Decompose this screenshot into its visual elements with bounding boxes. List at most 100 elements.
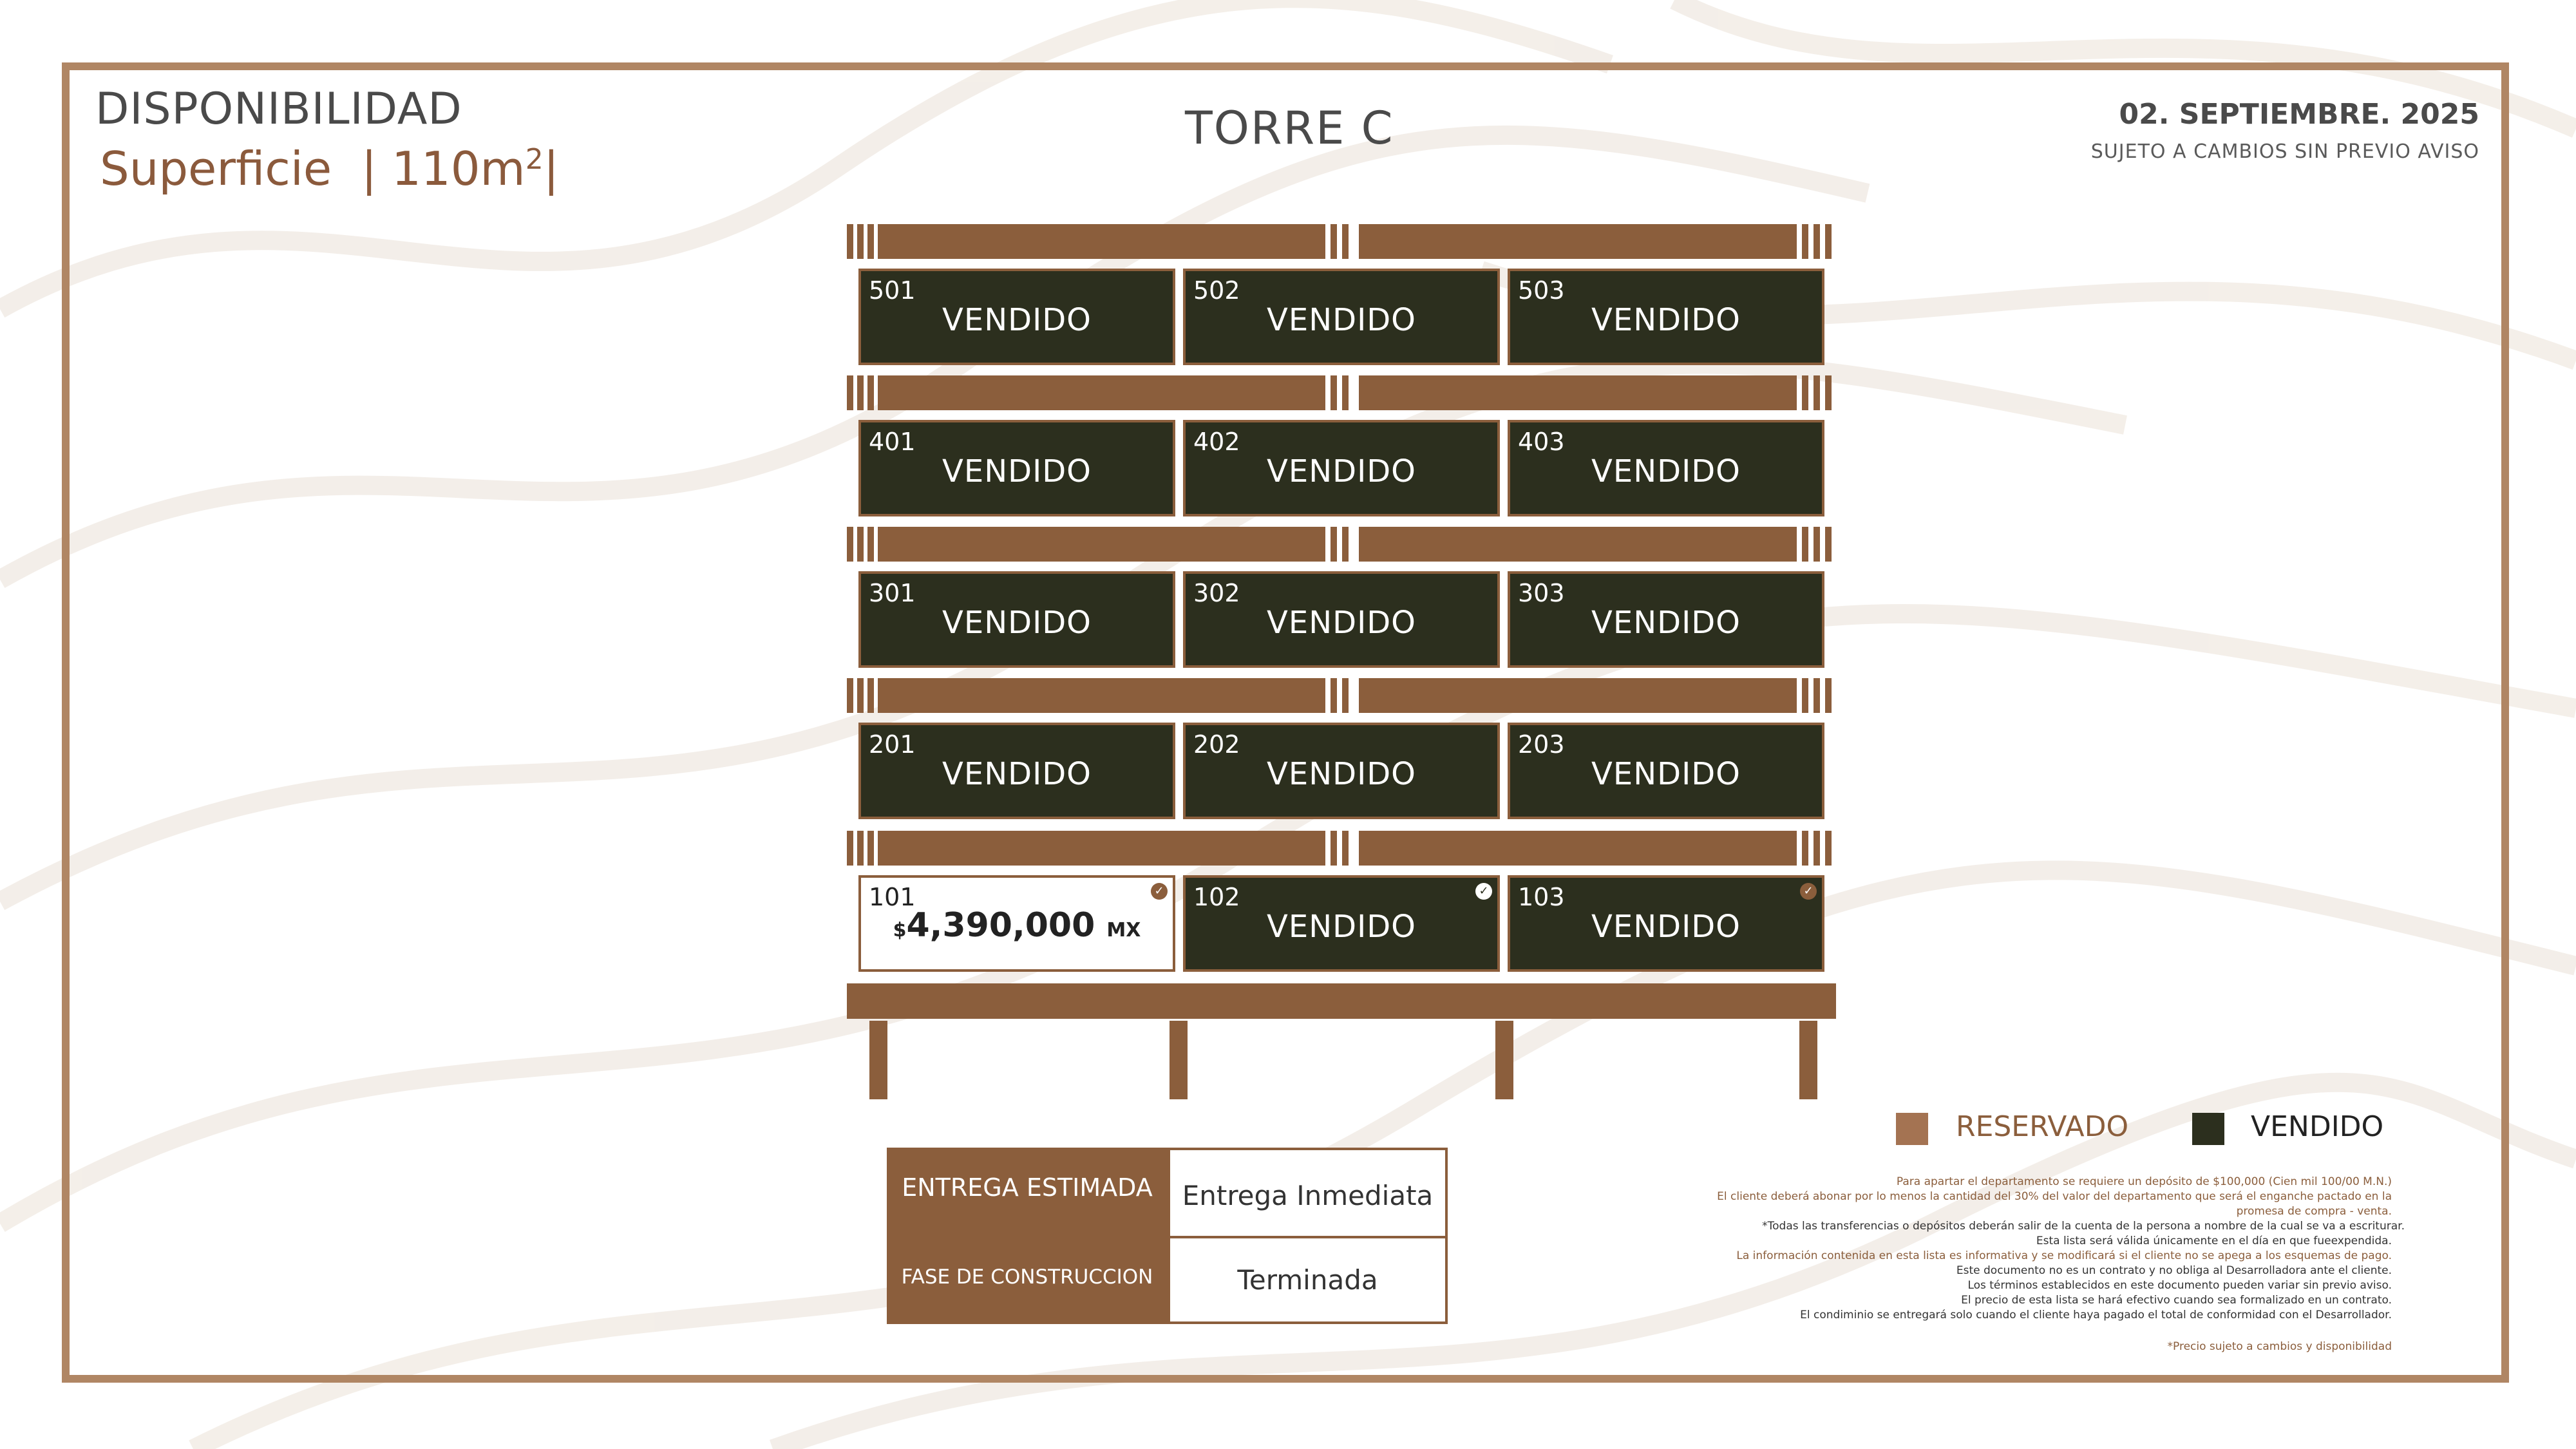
floor-beam-segment [857, 527, 864, 562]
support-leg [1495, 1021, 1513, 1099]
floor-beam-segment [1359, 224, 1797, 259]
note-line: La información contenida en esta lista e… [1736, 1249, 2392, 1262]
unit-301[interactable]: 301 VENDIDO [858, 571, 1175, 668]
price-currency-symbol: $ [893, 919, 907, 942]
floor-beam-segment [1802, 831, 1808, 866]
floor-beam-segment [867, 831, 874, 866]
floor-beam-segment [1825, 831, 1832, 866]
floor-beam-segment [857, 678, 864, 713]
floor-beam-segment [857, 224, 864, 259]
unit-201[interactable]: 201 VENDIDO [858, 723, 1175, 819]
unit-202[interactable]: 202 VENDIDO [1183, 723, 1500, 819]
unit-status: VENDIDO [1591, 453, 1741, 489]
floor-beam-segment [1342, 375, 1349, 410]
unit-status: VENDIDO [1267, 605, 1416, 641]
floor-beam-segment [1802, 527, 1808, 562]
floor-beam-segment [1814, 224, 1820, 259]
unit-501[interactable]: 501 VENDIDO [858, 269, 1175, 365]
note-line: Para apartar el departamento se requiere… [1896, 1175, 2392, 1188]
floor-beam-segment [878, 527, 1325, 562]
floor-beam-segment [857, 831, 864, 866]
support-leg [1170, 1021, 1188, 1099]
unit-number: 502 [1193, 276, 1240, 305]
unit-status: VENDIDO [942, 302, 1092, 338]
delivery-label: ENTREGA ESTIMADA [902, 1173, 1153, 1202]
unit-502[interactable]: 502 VENDIDO [1183, 269, 1500, 365]
unit-402[interactable]: 402 VENDIDO [1183, 420, 1500, 516]
floor-beam-segment [1359, 678, 1797, 713]
phase-label-cell: FASE DE CONSTRUCCION [887, 1236, 1168, 1324]
unit-503[interactable]: 503 VENDIDO [1508, 269, 1824, 365]
floor-beam-segment [1342, 678, 1349, 713]
unit-status: VENDIDO [1591, 909, 1741, 945]
note-line: El precio de esta lista se hará efectivo… [1961, 1294, 2392, 1307]
floor-beam-segment [1825, 527, 1832, 562]
price-note: *Precio sujeto a cambios y disponibilida… [2167, 1340, 2392, 1353]
page-frame [62, 62, 2509, 1383]
floor-beam-segment [1359, 375, 1797, 410]
unit-status: VENDIDO [1591, 605, 1741, 641]
floor-beam-segment [1825, 224, 1832, 259]
unit-101[interactable]: 101 ✓ $4,390,000 MX [858, 875, 1175, 972]
unit-number: 103 [1518, 883, 1565, 911]
unit-number: 503 [1518, 276, 1565, 305]
unit-status: VENDIDO [942, 453, 1092, 489]
subject-to-change-note: SUJETO A CAMBIOS SIN PREVIO AVISO [2090, 140, 2479, 163]
unit-status: VENDIDO [1267, 453, 1416, 489]
unit-303[interactable]: 303 VENDIDO [1508, 571, 1824, 668]
floor-beam-segment [1802, 375, 1808, 410]
unit-number: 202 [1193, 730, 1240, 759]
unit-403[interactable]: 403 VENDIDO [1508, 420, 1824, 516]
surface-label-text: Superficie [100, 142, 332, 196]
unit-number: 203 [1518, 730, 1565, 759]
unit-401[interactable]: 401 VENDIDO [858, 420, 1175, 516]
surface-label: Superficie | 110m2| [100, 142, 559, 196]
surface-end: | [543, 142, 559, 196]
note-line: promesa de compra - venta. [2236, 1205, 2392, 1218]
sold-legend-label: VENDIDO [2251, 1110, 2384, 1143]
support-leg [869, 1021, 887, 1099]
floor-beam-segment [867, 224, 874, 259]
price-currency: MX [1106, 919, 1141, 942]
check-icon: ✓ [1151, 883, 1168, 900]
page-title: DISPONIBILIDAD [95, 84, 462, 135]
floor-beam-segment [1814, 678, 1820, 713]
unit-number: 501 [869, 276, 916, 305]
floor-beam-segment [1331, 831, 1337, 866]
unit-102[interactable]: 102 ✓ VENDIDO [1183, 875, 1500, 972]
unit-price: $4,390,000 MX [861, 906, 1173, 945]
note-line: *Todas las transferencias o depósitos de… [1762, 1220, 2405, 1233]
floor-beam-segment [1331, 224, 1337, 259]
floor-beam-segment [1342, 831, 1349, 866]
floor-beam-segment [1814, 375, 1820, 410]
floor-beam-segment [847, 831, 853, 866]
floor-beam-segment [1359, 831, 1797, 866]
floor-beam-segment [847, 527, 853, 562]
unit-302[interactable]: 302 VENDIDO [1183, 571, 1500, 668]
unit-number: 303 [1518, 579, 1565, 607]
unit-103[interactable]: 103 ✓ VENDIDO [1508, 875, 1824, 972]
floor-beam-segment [1814, 527, 1820, 562]
floor-beam-segment [1331, 527, 1337, 562]
floor-beam-segment [847, 678, 853, 713]
floor-beam-segment [1331, 375, 1337, 410]
floor-beam-segment [1814, 831, 1820, 866]
tower-title: TORRE C [1185, 102, 1394, 155]
unit-number: 403 [1518, 428, 1565, 456]
sold-swatch [2192, 1113, 2224, 1145]
floor-beam-segment [857, 375, 864, 410]
unit-number: 201 [869, 730, 916, 759]
unit-status: VENDIDO [1267, 756, 1416, 792]
floor-beam-segment [867, 527, 874, 562]
phase-value: Terminada [1168, 1236, 1448, 1324]
floor-beam-segment [878, 224, 1325, 259]
note-line: Este documento no es un contrato y no ob… [1956, 1264, 2392, 1277]
note-line: El condiminio se entregará solo cuando e… [1800, 1309, 2392, 1321]
unit-status: VENDIDO [1591, 756, 1741, 792]
date-label: 02. SEPTIEMBRE. 2025 [2119, 98, 2479, 131]
unit-status: VENDIDO [1591, 302, 1741, 338]
floor-beam-segment [1802, 224, 1808, 259]
delivery-label-cell: ENTREGA ESTIMADA [887, 1148, 1168, 1236]
price-amount: 4,390,000 [906, 906, 1095, 945]
unit-203[interactable]: 203 VENDIDO [1508, 723, 1824, 819]
